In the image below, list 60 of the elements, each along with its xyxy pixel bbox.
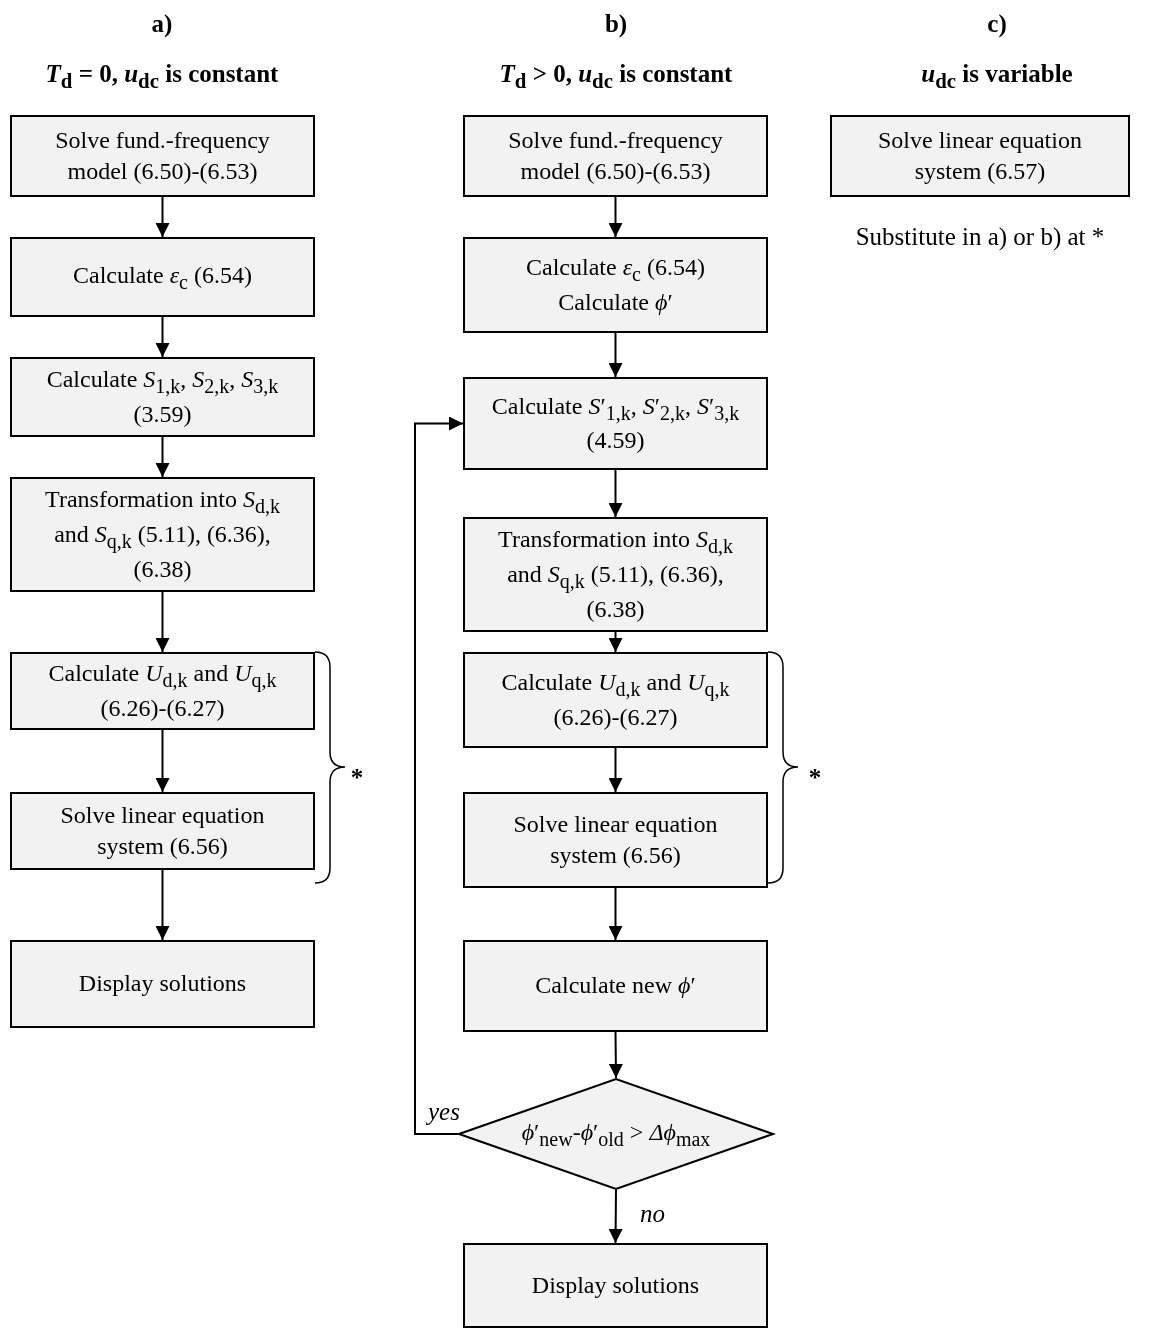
node-text: ϕ′$_{new}$-ϕ′$_{old}$ > Δϕ$_{max}$ [521,1117,711,1152]
node-text: Calculate U$_{d,k}$ and U$_{q,k}$ (6.26)-(6.27) [47,659,278,723]
decision-diamond [458,1078,774,1190]
node-text: Solve linear equation system (6.56) [512,809,719,870]
arrow [608,469,623,518]
node-text: Transformation into S$_{d,k}$ and S$_{q,k}$ (5.11), (6.36), (6.38) [497,525,734,624]
node-text: Calculate S′$_{1,k}$, S′$_{2,k}$, S′$_{3,k}$ (4.59) [490,391,741,456]
process-box [463,652,768,748]
process-box [463,792,768,888]
node-text: Solve fund.-frequency model (6.50)-(6.53) [54,125,271,186]
arrow [155,591,170,653]
process-box [463,237,768,333]
process-box [10,652,315,730]
node-text: Transformation into S$_{d,k}$ and S$_{q,k}$ (5.11), (6.36), (6.38) [44,485,281,584]
panel-label: a) [151,10,173,38]
asterisk: * [808,764,822,792]
arrow [155,729,170,793]
edge-label: yes [428,1098,460,1126]
node-text: Calculate U$_{d,k}$ and U$_{q,k}$ (6.26)-(6.27) [500,668,731,732]
process-box [463,377,768,470]
process-box [463,115,768,197]
node-text: Solve linear equation system (6.56) [59,800,266,861]
panel-heading: u$_{dc}$ is variable [921,60,1073,94]
node-text: Calculate new ϕ′ [535,971,696,1001]
arrow [608,196,623,238]
node-text: Solve fund.-frequency model (6.50)-(6.53) [507,125,724,186]
process-box [10,115,315,197]
node-text: Calculate S$_{1,k}$, S$_{2,k}$, S$_{3,k}$ (3.59) [45,365,280,429]
arrow [155,196,170,238]
process-box [830,115,1130,197]
arrow [155,436,170,478]
note: Substitute in a) or b) at * [855,223,1105,251]
arrow [414,416,464,1135]
node-text: Display solutions [531,1270,700,1300]
arrow [608,1031,623,1079]
node-text: Calculate ε$_{c}$ (6.54) [73,260,252,295]
process-box [10,357,315,437]
panel-heading: T$_{d}$ > 0, u$_{dc}$ is constant [499,60,733,94]
arrow [608,747,623,793]
panel-label: b) [604,10,628,38]
process-box [463,1243,768,1328]
asterisk: * [350,764,364,792]
process-box [10,792,315,870]
node-text: Solve linear equation system (6.57) [877,125,1083,186]
process-box [463,940,768,1032]
arrow [608,332,623,378]
node-text: Calculate ε$_{c}$ (6.54) Calculate ϕ′ [525,253,706,317]
process-box [10,940,315,1028]
arrow [608,631,623,653]
arrow [155,869,170,941]
arrow [608,887,623,941]
node-text: Display solutions [78,969,247,999]
process-box [10,237,315,317]
process-box [463,517,768,632]
arrow [608,1189,623,1244]
arrow [155,316,170,358]
panel-label: c) [987,10,1007,38]
process-box [10,477,315,592]
panel-heading: T$_{d}$ = 0, u$_{dc}$ is constant [45,60,279,94]
edge-label: no [640,1200,665,1228]
